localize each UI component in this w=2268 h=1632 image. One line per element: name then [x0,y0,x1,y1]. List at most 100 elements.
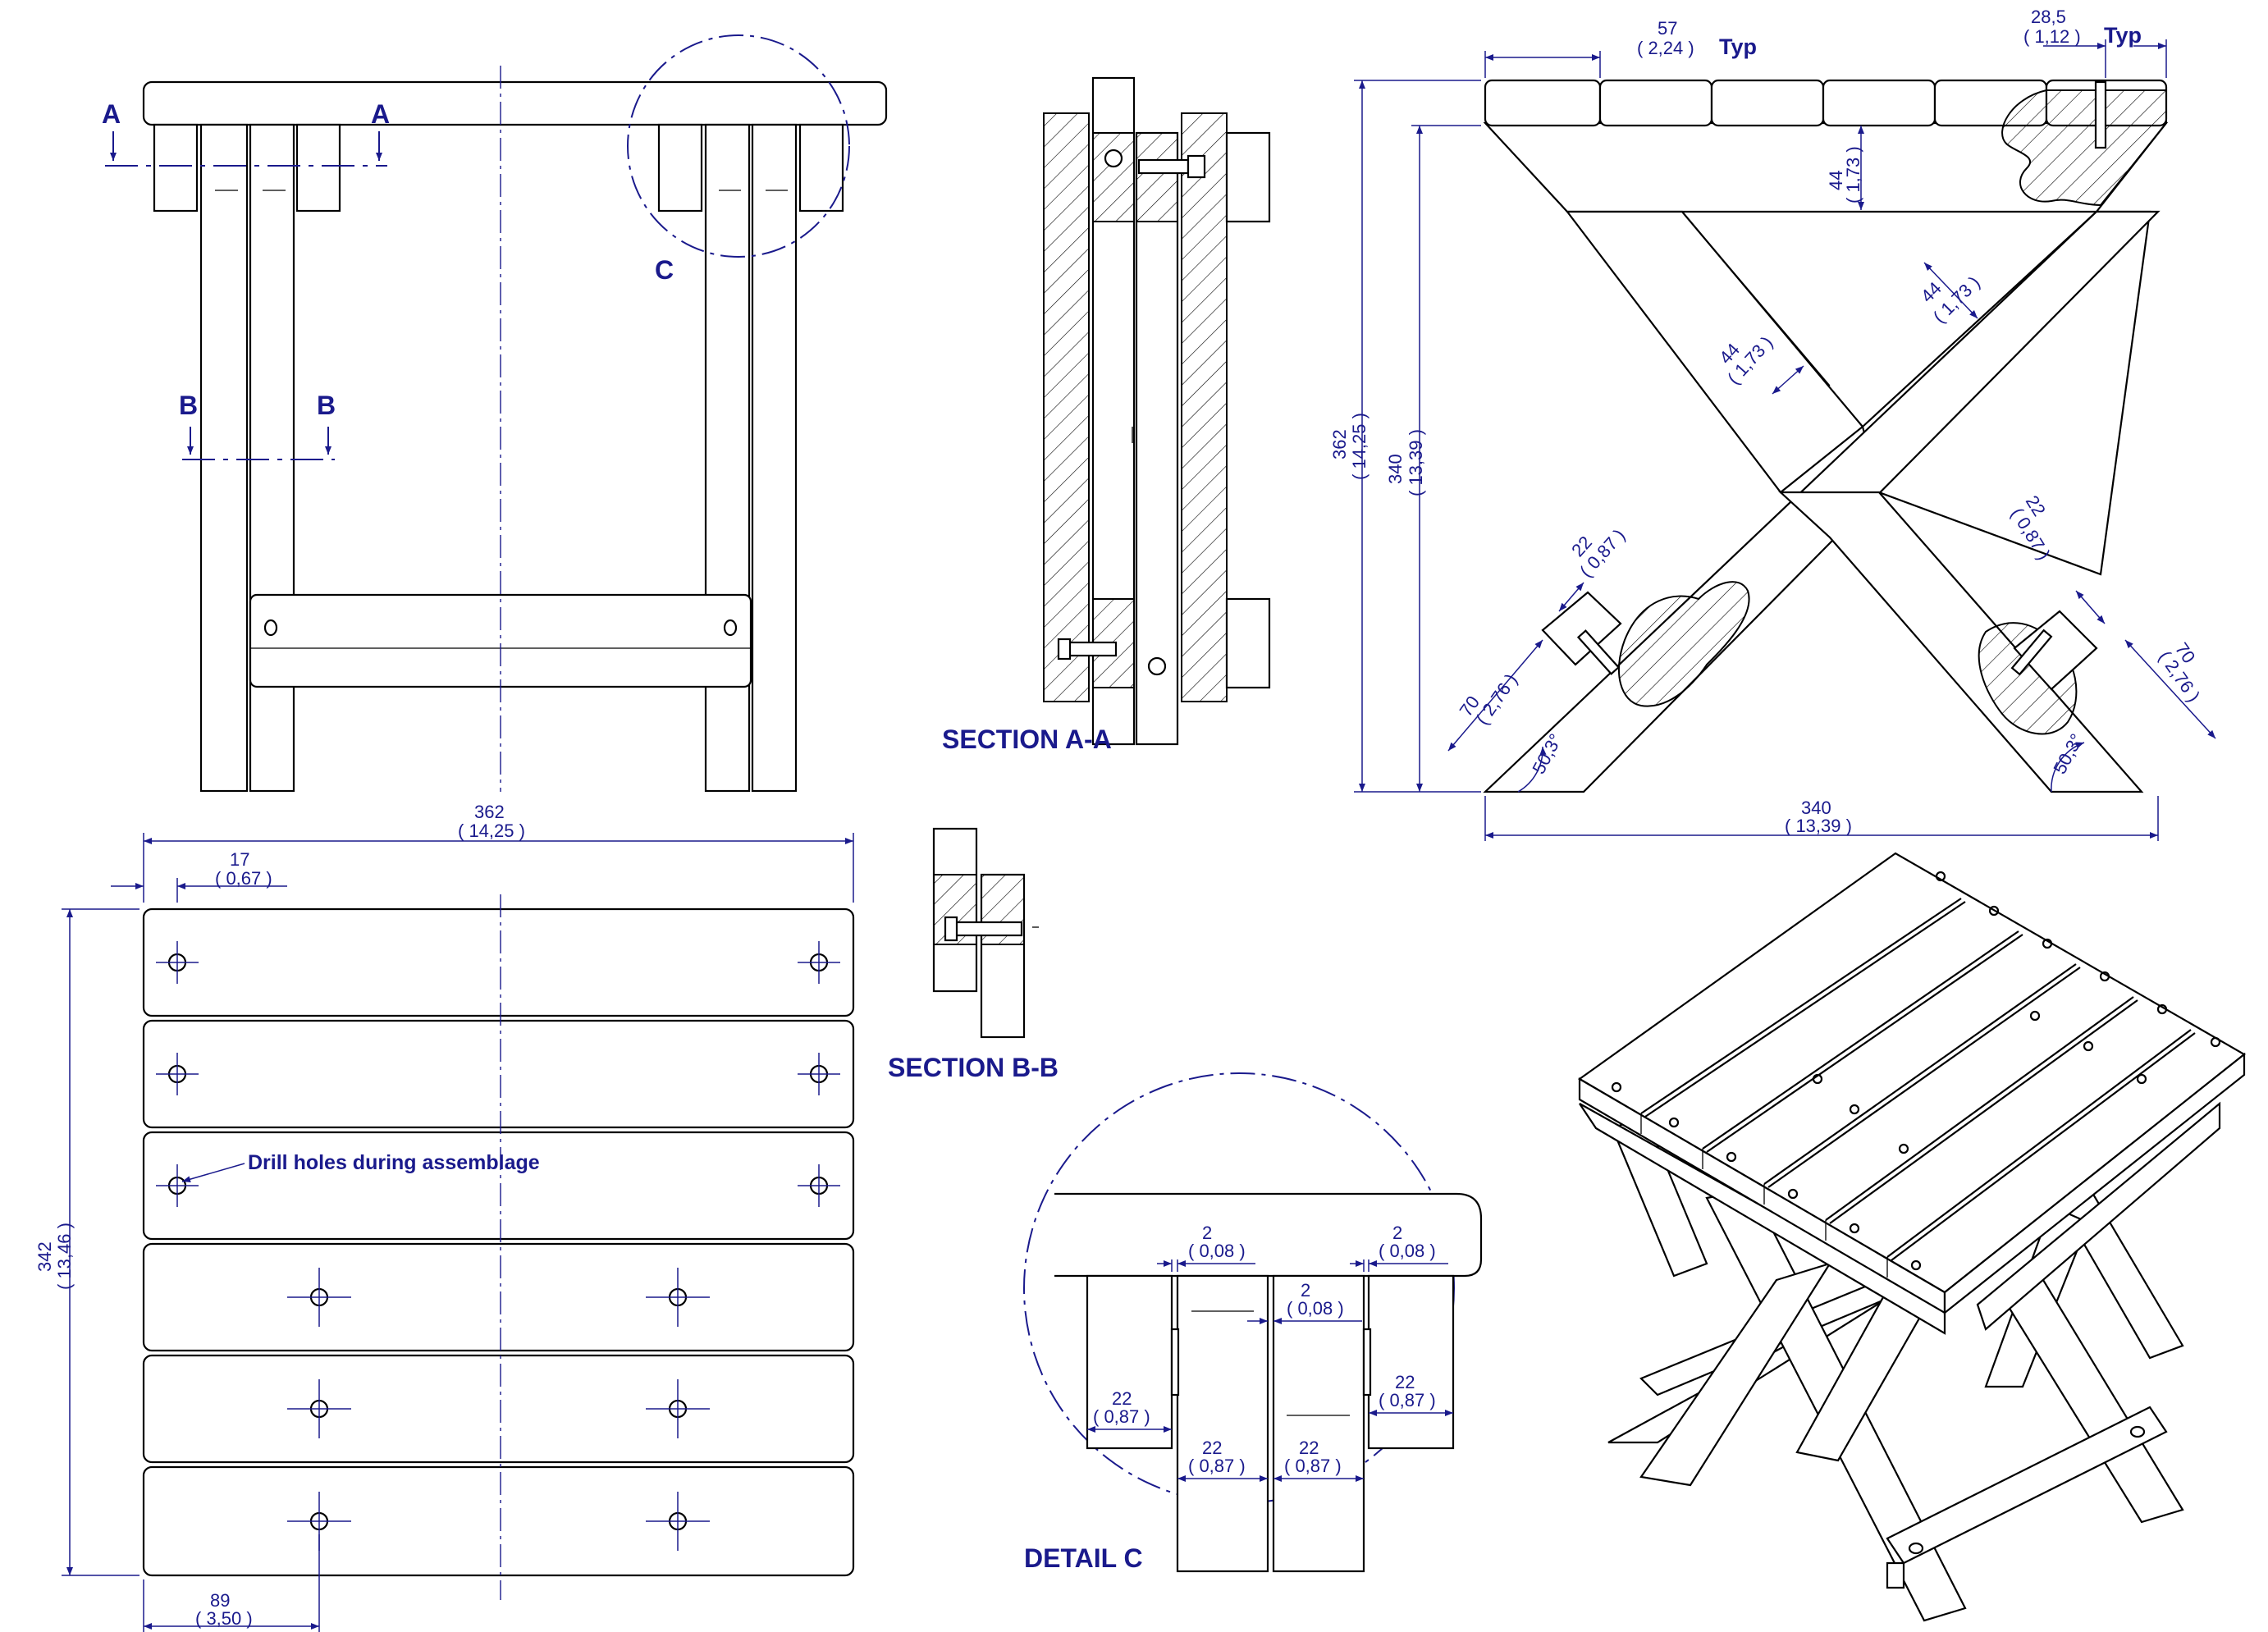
batten-block [1367,1274,1455,1450]
screw-hole [263,619,278,637]
dim-44-inch: ( 1,73 ) [1843,146,1863,203]
dim-2-inch: ( 0,08 ) [1287,1298,1344,1319]
dim-340: 340 [1385,454,1406,484]
dim-2: 2 [1301,1280,1310,1301]
front-view: A A B B C [102,34,888,793]
side-view: 57 ( 2,24 ) Typ 28,5 ( 1,12 ) Typ 44 ( 1… [1329,7,2216,841]
slat [1710,79,1825,127]
section-a-label: A [371,99,390,129]
leg [199,123,249,793]
section-a-label: A [102,99,121,129]
seat-top [1054,1192,1483,1278]
seat-edge [1943,1052,2246,1315]
top-view: Drill holes during assemblage 362 ( 14,2… [34,802,855,1632]
dim-17-inch: ( 0,67 ) [215,868,272,889]
leg-section [1043,112,1090,702]
dim-342: 342 [34,1241,55,1272]
typ-label: Typ [1719,34,1757,59]
slat [142,1242,855,1352]
stretcher-end [1541,591,1622,666]
detail-c-label: C [655,255,674,285]
dim-57: 57 [1658,18,1677,39]
slat [142,907,855,1017]
section-aa-title: SECTION A-A [942,725,1112,754]
dim-362-inch: ( 14,25 ) [458,821,525,841]
bolt [1137,158,1190,175]
dim-22-inch: ( 0,87 ) [1093,1406,1150,1427]
dim-89-inch: ( 3,50 ) [195,1608,253,1629]
leg [1176,1274,1269,1573]
section-b-label: B [179,391,198,420]
leg [704,123,751,793]
stretcher [1886,1406,2168,1565]
bolt [946,921,1023,937]
batten-block [1225,597,1271,689]
iso-screws [1611,871,2221,1271]
dim-362: 362 [1329,429,1350,459]
dim-340-inch: ( 13,39 ) [1785,816,1852,836]
drill-note: Drill holes during assemblage [248,1151,540,1174]
leg [1565,210,1864,494]
slat [1822,79,1936,127]
dim-28-5: 28,5 [2031,7,2066,27]
leg [249,123,295,793]
apron [1976,1101,2221,1331]
breakout-section [1618,581,1750,707]
bolt [1065,641,1118,657]
dim-57-inch: ( 2,24 ) [1637,38,1694,58]
stretcher-end [2013,610,2098,691]
section-b-label: B [317,391,336,420]
leg [751,123,798,793]
breakout-section [2001,89,2167,207]
dim-89: 89 [210,1590,230,1611]
section-bb-title: SECTION B-B [888,1053,1059,1082]
batten-block [1225,131,1271,223]
leg [1272,1274,1365,1573]
dim-70-inch: ( 2,76 ) [1472,670,1521,728]
section-a-a: SECTION A-A [942,76,1271,754]
leg [1639,1262,1832,1487]
detail-c-circle [627,34,850,258]
screw [2094,80,2107,149]
batten-block [657,123,703,213]
dim-22: 22 [1299,1438,1319,1458]
detail-c: 2 ( 0,08 ) 2 ( 0,08 ) 2 ( 0,08 ) 22 ( 0,… [1023,1072,1483,1573]
seat-top [142,80,888,126]
screw-holes [156,941,840,1551]
dim-362-inch: ( 14,25 ) [1349,413,1369,480]
dim-22: 22 [1395,1372,1415,1392]
slat [142,1131,855,1241]
dim-362: 362 [474,802,505,822]
dim-22: 22 [1202,1438,1222,1458]
bolt-head [1147,656,1167,676]
slat [142,1354,855,1464]
dim-342-inch: ( 13,46 ) [54,1223,75,1290]
dim-340-inch: ( 13,39 ) [1406,429,1426,496]
dim-17: 17 [230,849,249,870]
dim-22: 22 [1112,1388,1132,1409]
slat [1484,79,1602,127]
slat [1598,79,1713,127]
screw-hole [723,619,738,637]
stretcher-end [1886,1561,1905,1589]
batten-block [153,123,199,213]
slat [142,1019,855,1129]
dim-2-inch: ( 0,08 ) [1379,1241,1436,1261]
batten-block [798,123,844,213]
dim-22-inch: ( 0,87 ) [1379,1390,1436,1410]
typ-label: Typ [2104,23,2142,48]
dim-22-inch: ( 0,87 ) [1188,1456,1246,1476]
batten-block [1086,1274,1173,1450]
dim-22-inch: ( 0,87 ) [1284,1456,1342,1476]
leg-section [1181,112,1228,702]
detail-c-title: DETAIL C [1024,1543,1143,1573]
leg [1135,131,1179,746]
bolt-head [1104,149,1123,168]
dim-2-inch: ( 0,08 ) [1188,1241,1246,1261]
dim-44: 44 [1826,171,1846,190]
isometric-view [1577,852,2246,1622]
slat [142,1465,855,1577]
dim-2: 2 [1202,1223,1212,1243]
dim-28-5-inch: ( 1,12 ) [2023,26,2081,47]
